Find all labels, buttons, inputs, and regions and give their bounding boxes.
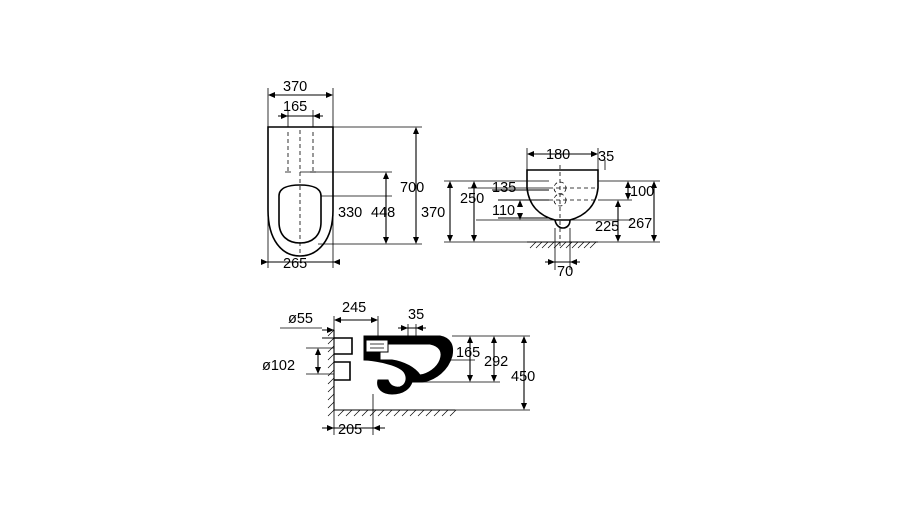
front-right-upper-label: 100	[630, 184, 654, 200]
top-view-bowl-outline	[267, 126, 334, 257]
side-bottom-depth-label: 205	[338, 422, 362, 438]
front-offset-label: 35	[598, 149, 614, 165]
top-width-label: 370	[283, 79, 307, 95]
front-right-mid-label: 225	[595, 219, 619, 235]
top-length-label: 700	[400, 180, 424, 196]
top-view: 370 165 700 448 330 265	[261, 79, 424, 272]
side-height-292-label: 292	[484, 354, 508, 370]
side-inlet-diameter-label: ø55	[288, 311, 313, 327]
side-height-450-label: 450	[511, 369, 535, 385]
front-upper-spacing-label: 135	[492, 180, 516, 196]
front-lower-spacing-label: 110	[492, 203, 515, 219]
front-outlet-height-label: 370	[421, 205, 445, 221]
top-fixing-spacing-label: 165	[283, 99, 307, 115]
side-height-165-label: 165	[456, 345, 480, 361]
top-view-seat-opening	[278, 184, 322, 244]
front-outlet-width-label: 70	[557, 264, 573, 280]
top-bowl-distance-label: 330	[338, 205, 362, 221]
side-view: ø55 ø102 245 35 165 292 450 205	[262, 300, 535, 438]
side-inlet-offset-label: 35	[408, 307, 424, 323]
front-view-body-outline	[526, 169, 599, 221]
side-depth-label: 245	[342, 300, 366, 316]
front-top-width-label: 180	[546, 147, 570, 163]
front-view: 180 35 370 250 135 110 100 225 267 70	[421, 147, 660, 280]
front-upper-hole-label: 250	[460, 191, 484, 207]
top-back-width-label: 265	[283, 256, 307, 272]
side-outlet-diameter-label: ø102	[262, 358, 295, 374]
top-outlet-distance-label: 448	[371, 205, 395, 221]
front-right-total-label: 267	[628, 216, 652, 232]
